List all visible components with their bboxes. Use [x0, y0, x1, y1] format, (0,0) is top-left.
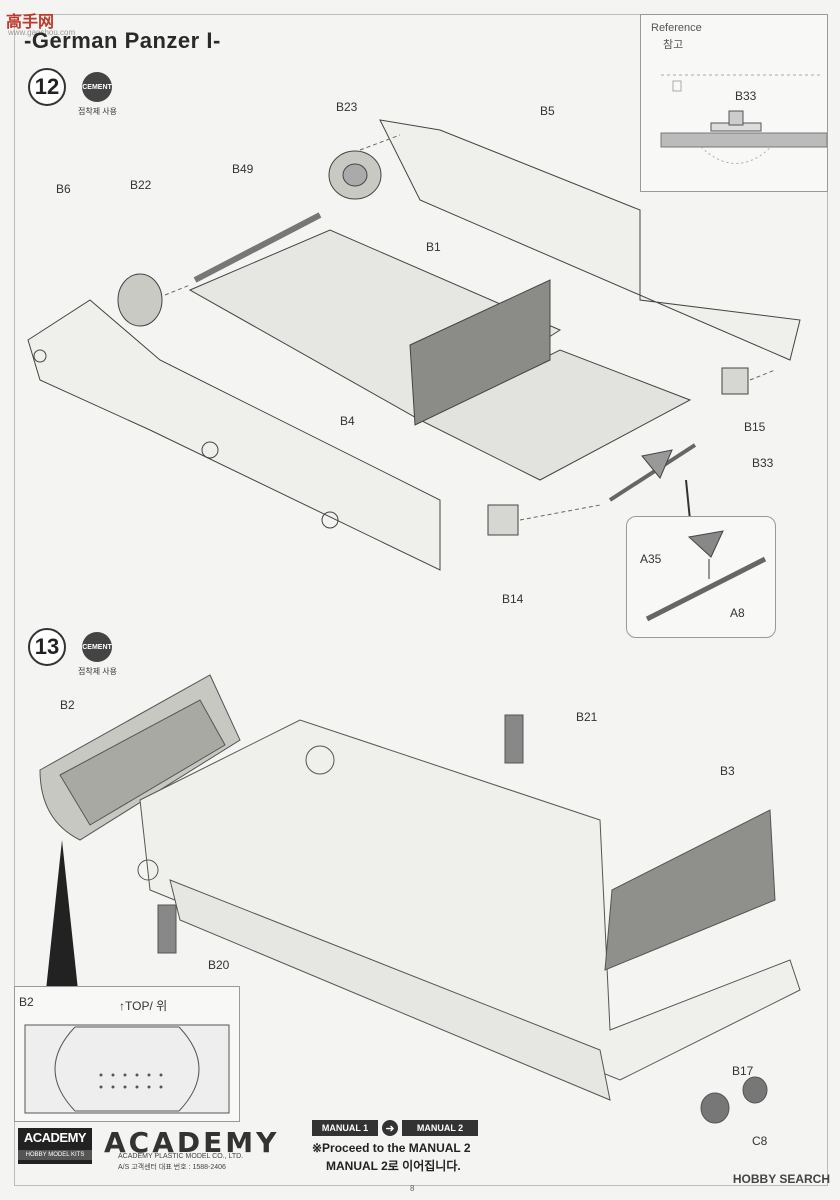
part-label-b22: B22: [130, 178, 152, 192]
b2-detail-box: B2 ↑TOP/ 위: [14, 986, 240, 1122]
part-label-b5: B5: [540, 104, 555, 118]
cement-text: 접착제 사용: [78, 667, 118, 676]
proceed-text-ko: MANUAL 2로 이어집니다.: [326, 1159, 461, 1173]
reference-diagram: [660, 74, 827, 164]
academy-logo-top: ACADEMY: [23, 1130, 87, 1145]
watermark-site: www.gaoshou.com: [8, 28, 76, 37]
detail-inset-diagram: [645, 530, 767, 622]
page-frame: [14, 14, 828, 1186]
step-13-badge: 13: [28, 628, 66, 666]
part-label-b17: B17: [732, 1064, 754, 1078]
detail-inset-a35-a8: [626, 516, 776, 638]
step-12-badge: 12: [28, 68, 66, 106]
part-label-b6: B6: [56, 182, 71, 196]
b2-detail-diagram: [24, 1024, 230, 1114]
site-watermark: HOBBY SEARCH: [732, 1172, 830, 1186]
page-number: 8: [410, 1184, 415, 1193]
part-label-b2: B2: [60, 698, 75, 712]
academy-logo-bottom: HOBBY MODEL KITS: [18, 1150, 92, 1160]
cement-text: 접착제 사용: [78, 107, 118, 116]
part-label-b1: B1: [426, 240, 441, 254]
part-label-b49: B49: [232, 162, 254, 176]
b2-detail-label: B2: [19, 995, 34, 1009]
reference-part-b33: B33: [735, 89, 757, 103]
part-label-b33: B33: [752, 456, 774, 470]
part-label-b20: B20: [208, 958, 230, 972]
academy-company: ACADEMY PLASTIC MODEL CO., LTD.: [118, 1153, 244, 1160]
reference-box: Reference 참고 B33: [640, 14, 828, 192]
step-12-chassis-diagram: [27, 119, 801, 571]
manual-2-tag: MANUAL 2: [402, 1120, 478, 1136]
arrow-right-icon: ➜: [382, 1120, 398, 1136]
part-label-b4: B4: [340, 414, 355, 428]
reference-title-ko: 참고: [663, 39, 684, 51]
part-label-a8: A8: [730, 606, 745, 620]
reference-title-en: Reference: [651, 22, 702, 34]
watermark-brand: 高手网: [6, 14, 55, 31]
part-label-b3: B3: [720, 764, 735, 778]
part-label-a35: A35: [640, 552, 662, 566]
part-label-b15: B15: [744, 420, 766, 434]
part-label-c8: C8: [752, 1134, 768, 1148]
cement-icon: CEMENT: [82, 632, 112, 662]
part-label-b23: B23: [336, 100, 358, 114]
part-label-b14: B14: [502, 592, 524, 606]
cement-icon: CEMENT: [82, 72, 112, 102]
academy-brand: ACADEMY: [104, 1126, 280, 1159]
academy-service: A/S 고객센터 대표 번호 : 1588-2406: [118, 1164, 226, 1171]
page-title: -German Panzer I-: [24, 28, 221, 53]
academy-logo: ACADEMY HOBBY MODEL KITS: [18, 1128, 92, 1164]
top-indicator: ↑TOP/ 위: [119, 999, 168, 1013]
part-label-b21: B21: [576, 710, 598, 724]
manual-1-tag: MANUAL 1: [312, 1120, 378, 1136]
proceed-text-en: ※Proceed to the MANUAL 2: [312, 1141, 471, 1155]
step-13-chassis-diagram: [39, 674, 801, 1124]
